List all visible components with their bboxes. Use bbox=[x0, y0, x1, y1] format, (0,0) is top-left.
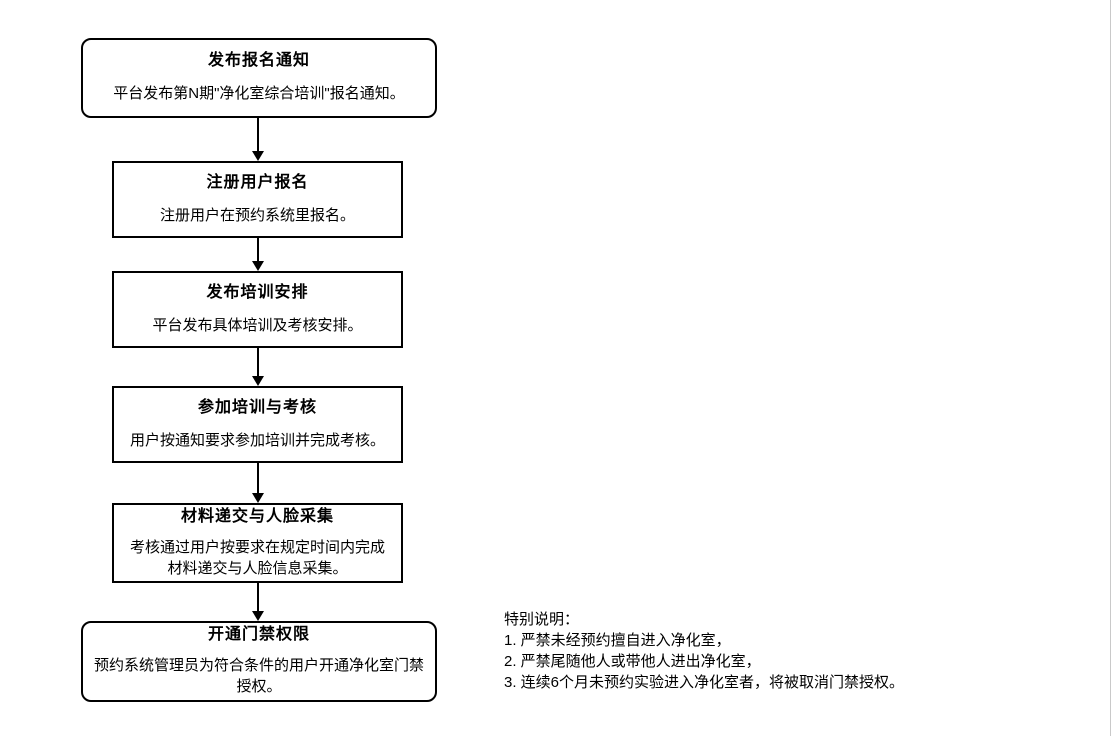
flow-node-materials-face-capture: 材料递交与人脸采集 考核通过用户按要求在规定时间内完成材料递交与人脸信息采集。 bbox=[112, 503, 403, 583]
flow-node-body: 平台发布具体培训及考核安排。 bbox=[152, 316, 363, 334]
arrow-line bbox=[257, 463, 259, 493]
flow-node-publish-schedule: 发布培训安排 平台发布具体培训及考核安排。 bbox=[112, 271, 403, 348]
arrow-down-icon bbox=[252, 151, 264, 161]
special-notes: 特别说明： 1. 严禁未经预约擅自进入净化室， 2. 严禁尾随他人或带他人进出净… bbox=[504, 609, 1084, 693]
flow-node-body: 平台发布第N期"净化室综合培训"报名通知。 bbox=[113, 85, 405, 102]
arrow-line bbox=[257, 118, 259, 151]
flow-node-grant-access: 开通门禁权限 预约系统管理员为符合条件的用户开通净化室门禁授权。 bbox=[81, 621, 437, 702]
notes-item: 1. 严禁未经预约擅自进入净化室， bbox=[504, 632, 731, 649]
arrow-line bbox=[257, 583, 259, 611]
flow-node-title: 参加培训与考核 bbox=[197, 398, 317, 416]
flow-node-title: 发布报名通知 bbox=[207, 52, 310, 69]
flow-node-title: 注册用户报名 bbox=[206, 173, 309, 191]
arrow-down-icon bbox=[252, 376, 264, 386]
flow-node-title: 开通门禁权限 bbox=[207, 626, 310, 643]
flow-arrow bbox=[252, 118, 264, 161]
arrow-down-icon bbox=[252, 611, 264, 621]
flow-node-body: 用户按通知要求参加培训并完成考核。 bbox=[129, 431, 385, 449]
flow-node-user-register: 注册用户报名 注册用户在预约系统里报名。 bbox=[112, 161, 403, 238]
notes-item: 3. 连续6个月未预约实验进入净化室者，将被取消门禁授权。 bbox=[504, 674, 905, 691]
arrow-line bbox=[257, 348, 259, 376]
notes-heading: 特别说明： bbox=[504, 611, 580, 628]
flow-node-body: 考核通过用户按要求在规定时间内完成材料递交与人脸信息采集。 bbox=[129, 538, 385, 577]
arrow-line bbox=[257, 238, 259, 261]
flow-arrow bbox=[252, 583, 264, 621]
flow-node-title: 材料递交与人脸采集 bbox=[180, 507, 334, 525]
flow-node-body: 注册用户在预约系统里报名。 bbox=[159, 206, 355, 224]
flow-node-publish-notice: 发布报名通知 平台发布第N期"净化室综合培训"报名通知。 bbox=[81, 38, 437, 118]
flow-arrow bbox=[252, 238, 264, 271]
flow-arrow bbox=[252, 463, 264, 503]
notes-item: 2. 严禁尾随他人或带他人进出净化室， bbox=[504, 653, 761, 670]
flow-node-body: 预约系统管理员为符合条件的用户开通净化室门禁授权。 bbox=[93, 657, 424, 695]
flow-node-attend-training: 参加培训与考核 用户按通知要求参加培训并完成考核。 bbox=[112, 386, 403, 463]
arrow-down-icon bbox=[252, 493, 264, 503]
arrow-down-icon bbox=[252, 261, 264, 271]
flow-arrow bbox=[252, 348, 264, 386]
flow-node-title: 发布培训安排 bbox=[206, 283, 309, 301]
